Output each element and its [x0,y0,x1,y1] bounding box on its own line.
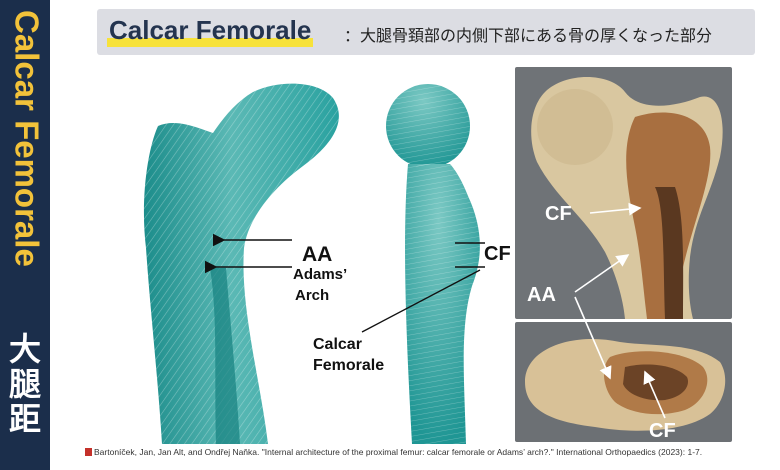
xray-lateral-femur [386,84,480,444]
citation: Bartoníček, Jan, Jan Alt, and Ondřej Naň… [85,447,702,457]
photo-cross-section [515,322,732,442]
photo-label-aa: AA [527,284,556,306]
sidebar-title-en: Calcar Femorale [8,10,46,267]
label-arch: Arch [295,287,330,304]
pointer-calcar [361,269,481,333]
photo-sectioned-femur [515,67,732,319]
xray-frontal-femur [143,83,339,444]
sidebar-title-jp: 大腿距 [8,331,41,437]
slide-title-en: Calcar Femorale [107,15,314,47]
label-aa: AA [302,243,333,266]
photo-label-cf-top: CF [545,203,572,225]
photo-label-cf-bottom: CF [649,420,676,442]
bookmark-icon [85,448,92,456]
label-calcar: Calcar [313,336,362,353]
sidebar-banner: Calcar Femorale 大腿距 [0,0,50,470]
slide-title-jp: ：大腿骨頚部の内側下部にある骨の厚くなった部分 [344,28,713,45]
title-highlight [107,38,314,47]
label-cf-xray: CF [484,243,511,265]
slide-title-bar: Calcar Femorale ：大腿骨頚部の内側下部にある骨の厚くなった部分 [97,9,755,55]
label-femorale: Femorale [313,357,385,374]
label-adams: Adams’ [293,266,348,283]
